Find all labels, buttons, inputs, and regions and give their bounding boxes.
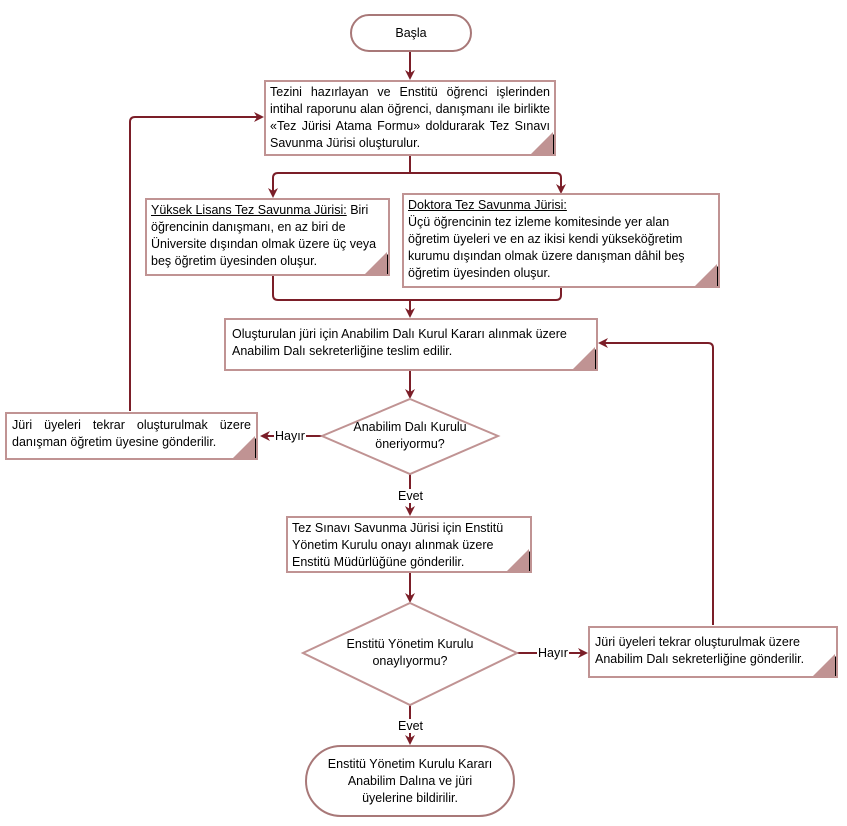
edge-yl-merge: [272, 275, 562, 301]
document-corner-icon: [695, 264, 718, 286]
edge-form-to-phd: [410, 172, 566, 194]
institute-submit-box[interactable]: Tez Sınavı Savunma Jürisi için Enstitü Y…: [286, 516, 532, 573]
dept-submit-text: Oluşturulan jüri için Anabilim Dalı Kuru…: [232, 327, 567, 358]
document-corner-icon: [531, 132, 554, 154]
edge-label-dept-yes: Evet: [397, 489, 425, 503]
document-corner-icon: [573, 347, 596, 369]
start-node[interactable]: Başla: [350, 14, 472, 52]
end-label: Enstitü Yönetim Kurulu Kararı Anabilim D…: [327, 756, 493, 805]
decision-board-shape: [300, 601, 520, 707]
edge-form-split: [268, 155, 411, 198]
decision-dept-text: Anabilim Dalı Kurulu öneriyormu?: [353, 420, 467, 451]
return-advisor-box[interactable]: Jüri üyeleri tekrar oluşturulmak üzere d…: [5, 412, 258, 460]
yl-jury-text: Biri öğrencinin danışmanı, en az biri de…: [151, 203, 377, 268]
yl-jury-title: Yüksek Lisans Tez Savunma Jürisi:: [151, 203, 347, 217]
document-corner-icon: [507, 549, 530, 571]
edge-label-board-no: Hayır: [537, 646, 569, 660]
document-corner-icon: [233, 436, 256, 458]
return-advisor-text: Jüri üyeleri tekrar oluşturulmak üzere d…: [12, 418, 251, 449]
document-corner-icon: [813, 654, 836, 676]
form-process-box[interactable]: Tezini hazırlayan ve Enstitü öğrenci işl…: [264, 80, 556, 156]
edge-label-board-yes: Evet: [397, 719, 425, 733]
decision-dept-shape: [319, 397, 501, 476]
edge-advisor-loop: [129, 112, 264, 411]
edge-label-dept-no: Hayır: [274, 429, 306, 443]
edge-dept-loop: [598, 338, 714, 625]
return-dept-text: Jüri üyeleri tekrar oluşturulmak üzere A…: [595, 635, 805, 666]
phd-jury-box[interactable]: Doktora Tez Savunma Jürisi: Üçü öğrencin…: [402, 193, 720, 288]
yl-jury-box[interactable]: Yüksek Lisans Tez Savunma Jürisi: Biri ö…: [145, 198, 390, 276]
phd-jury-text: Üçü öğrencinin tez izleme komitesinde ye…: [408, 215, 685, 280]
phd-jury-title: Doktora Tez Savunma Jürisi:: [408, 198, 567, 212]
dept-submit-box[interactable]: Oluşturulan jüri için Anabilim Dalı Kuru…: [224, 318, 598, 371]
start-label: Başla: [395, 25, 427, 40]
end-node[interactable]: Enstitü Yönetim Kurulu Kararı Anabilim D…: [305, 745, 515, 817]
return-dept-box[interactable]: Jüri üyeleri tekrar oluşturulmak üzere A…: [588, 626, 838, 678]
document-corner-icon: [365, 252, 388, 274]
institute-submit-text: Tez Sınavı Savunma Jürisi için Enstitü Y…: [292, 521, 504, 569]
form-process-text: Tezini hazırlayan ve Enstitü öğrenci işl…: [270, 85, 550, 150]
decision-board-text: Enstitü Yönetim Kurulu onaylıyormu?: [346, 637, 474, 668]
